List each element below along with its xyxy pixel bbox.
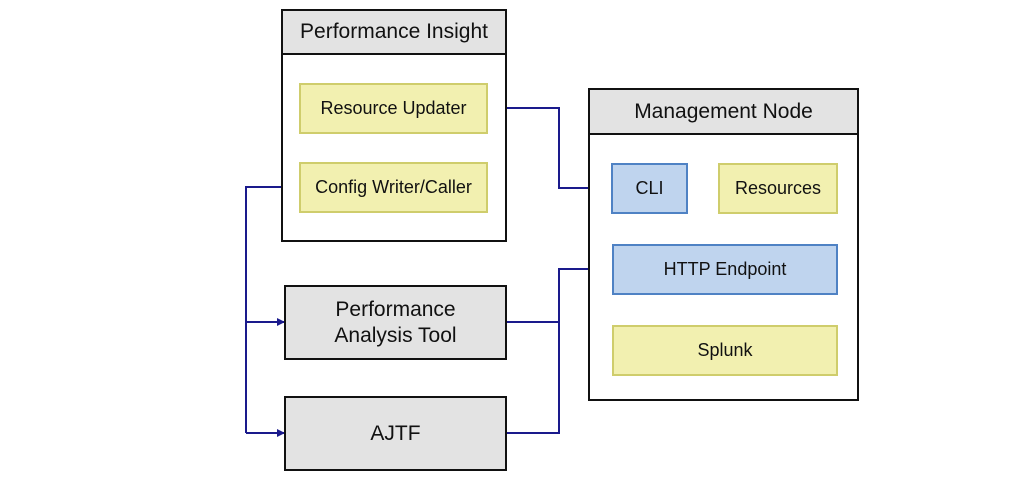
analysis-tool-label-line2: Analysis Tool [334,323,457,347]
config-writer-box[interactable]: Config Writer/Caller [299,162,488,213]
management-node-title: Management Node [590,90,857,135]
ajtf-box[interactable]: AJTF [284,396,507,471]
resources-box[interactable]: Resources [718,163,838,214]
resource-updater-box[interactable]: Resource Updater [299,83,488,134]
splunk-box[interactable]: Splunk [612,325,838,376]
http-endpoint-box[interactable]: HTTP Endpoint [612,244,838,295]
performance-insight-title: Performance Insight [283,11,505,55]
analysis-to-http-connector [506,265,612,323]
analysis-tool-label-line1: Performance [335,297,456,321]
performance-analysis-tool-box[interactable]: Performance Analysis Tool [284,285,507,360]
ajtf-to-http-connector [506,322,560,434]
updater-to-cli-connector [486,107,611,192]
cli-box[interactable]: CLI [611,163,688,214]
